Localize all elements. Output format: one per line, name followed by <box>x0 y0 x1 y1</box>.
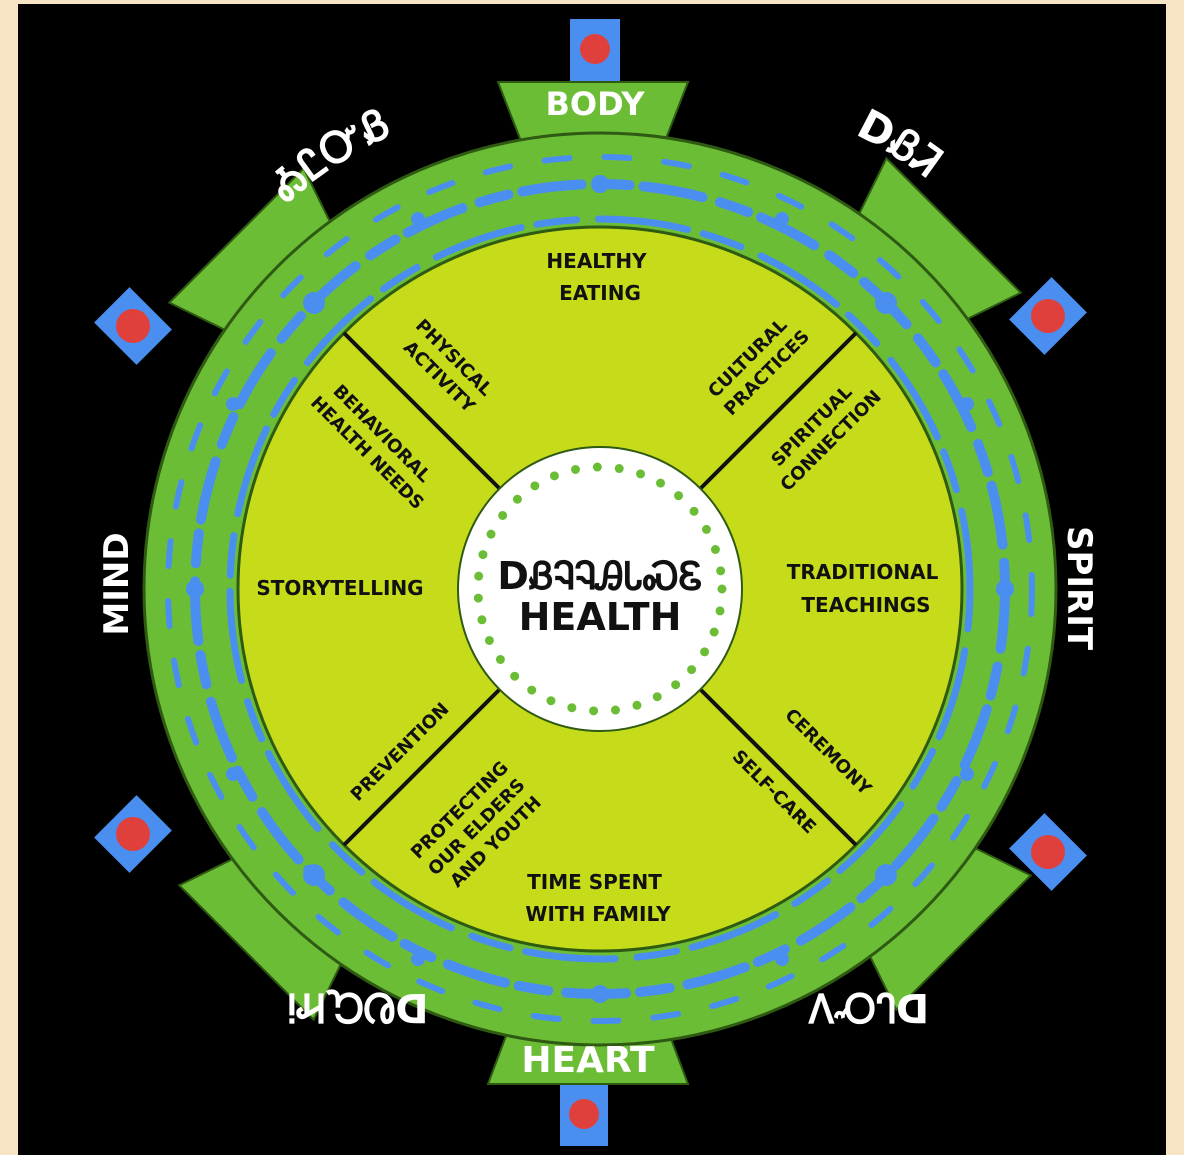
direction-label-heart: HEART <box>521 1040 655 1081</box>
segment-time-with-family: TIME SPENT WITH FAMILY <box>525 870 671 926</box>
direction-label-mind: MIND <box>97 532 137 635</box>
direction-label-spirit: SPIRIT <box>1059 526 1099 651</box>
marker-top-right <box>1009 277 1087 355</box>
cherokee-label-bottom-right: DᏓᏅᏙ <box>807 984 929 1030</box>
segment-storytelling: STORYTELLING <box>256 576 423 600</box>
medicine-wheel-diagram: DᏰᎸᎸᎯᏓᏍᏋ HEALTH BODY HEART MIND SPIRIT Ꭳ… <box>18 4 1166 1155</box>
segment-healthy-eating: HEALTHY EATING <box>546 249 653 305</box>
center-circle <box>457 446 743 732</box>
ornament-dots <box>186 175 1014 1003</box>
direction-label-body: BODY <box>546 85 646 123</box>
marker-bottom-right <box>1009 813 1087 891</box>
marker-bottom-left <box>94 795 172 873</box>
marker-top-left <box>94 287 172 365</box>
segment-dividers <box>342 331 858 847</box>
segment-traditional-teachings: TRADITIONAL TEACHINGS <box>787 560 946 617</box>
marker-top <box>570 19 620 81</box>
marker-bottom <box>560 1084 608 1146</box>
cherokee-label-bottom-left: DᎧᏩᏥᎥ <box>288 984 429 1030</box>
wheel-svg: DᏰᎸᎸᎯᏓᏍᏋ HEALTH BODY HEART MIND SPIRIT Ꭳ… <box>94 19 1099 1146</box>
direction-markers <box>94 19 1087 1146</box>
center-title-line2: HEALTH <box>519 595 682 639</box>
center-title-line1: DᏰᎸᎸᎯᏓᏍᏋ <box>497 554 702 598</box>
center-dot-ring <box>473 462 727 716</box>
